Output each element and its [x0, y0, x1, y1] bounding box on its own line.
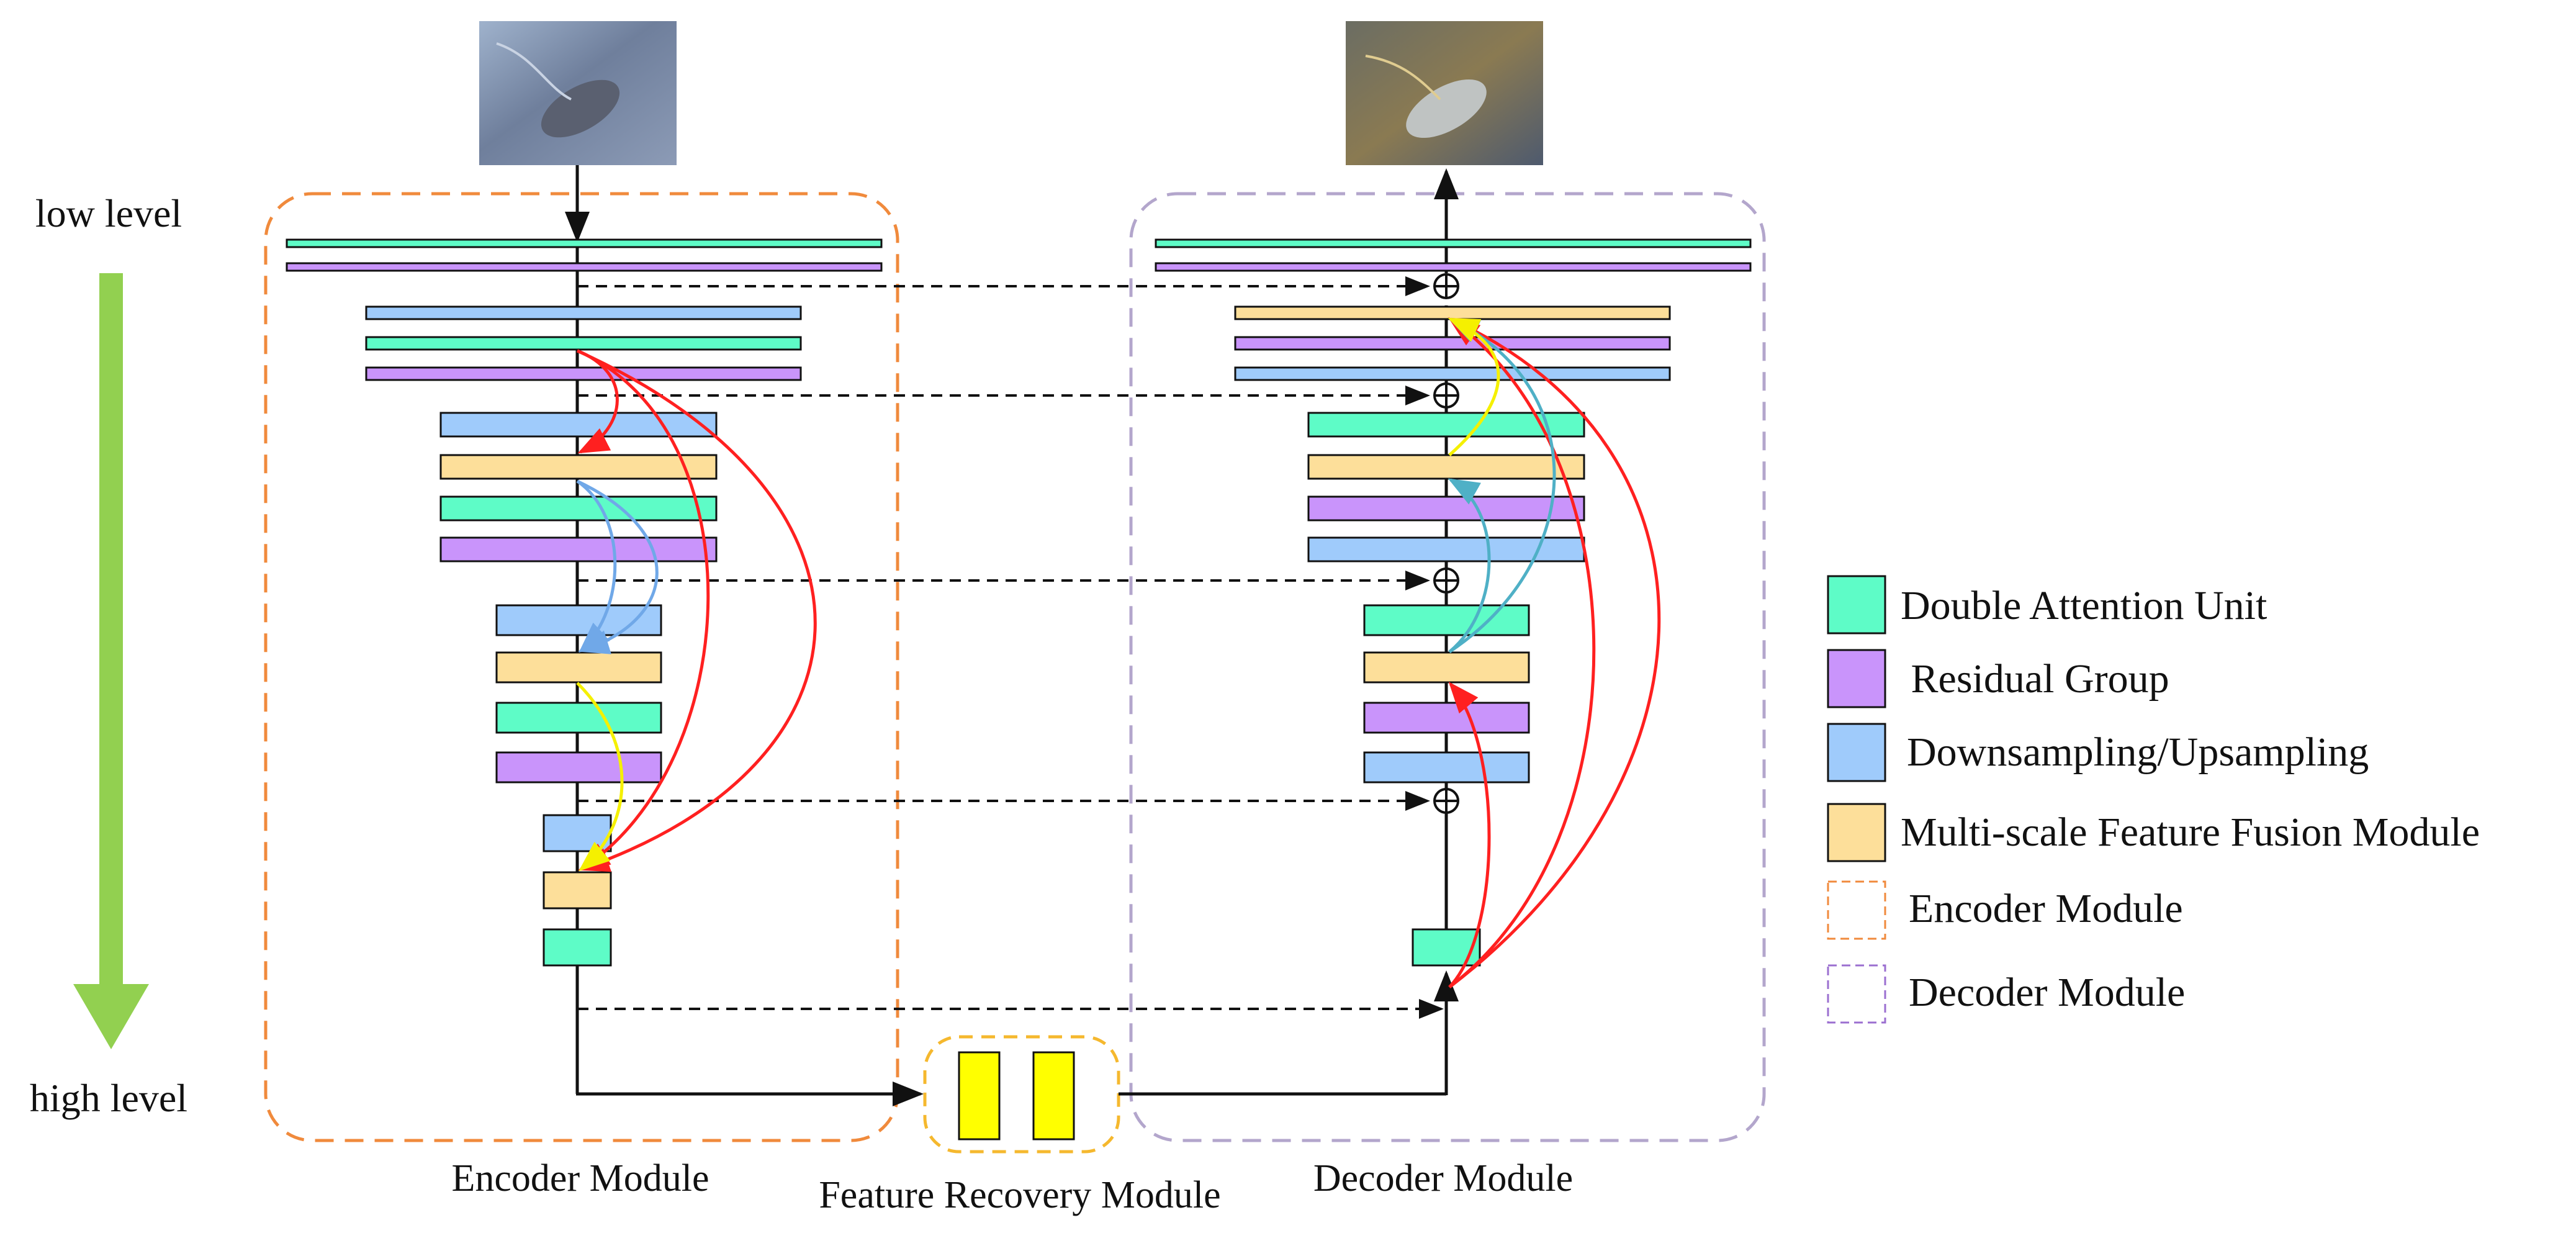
sampling-block	[365, 305, 802, 320]
legend-label-decoder: Decoder Module	[1909, 970, 2185, 1015]
feature-recovery-block	[1032, 1051, 1075, 1140]
attention-unit-block	[543, 928, 612, 967]
sum-node	[1433, 567, 1459, 594]
legend-label-attention: Double Attention Unit	[1901, 583, 2267, 628]
fusion-module-block	[1307, 454, 1585, 480]
encoder-module-box	[264, 192, 899, 1142]
legend-label-fusion: Multi-scale Feature Fusion Module	[1901, 810, 2480, 855]
input-image	[479, 21, 677, 165]
feature-recovery-block	[958, 1051, 1001, 1140]
fusion-arc-blue	[576, 479, 659, 654]
feature-recovery-caption: Feature Recovery Module	[819, 1174, 1220, 1216]
legend-swatch-encoder	[1827, 880, 1886, 940]
residual-group-block	[1363, 702, 1530, 734]
residual-group-block	[365, 366, 802, 381]
fusion-arc-teal	[1448, 317, 1556, 654]
residual-group-block	[1155, 262, 1752, 272]
fusion-arc-red	[1448, 317, 1596, 988]
sum-node	[1433, 788, 1459, 814]
encoder-module-caption: Encoder Module	[452, 1157, 709, 1199]
sum-node	[1433, 382, 1459, 409]
residual-group-block	[439, 536, 718, 562]
sampling-block	[1234, 366, 1671, 381]
legend-swatch-decoder	[1827, 964, 1886, 1024]
legend-swatch-fusion	[1827, 803, 1886, 862]
residual-group-block	[495, 751, 662, 784]
attention-unit-block	[286, 238, 883, 248]
level-arrow-shaft	[99, 273, 123, 1000]
fusion-module-block	[495, 651, 662, 684]
sampling-block	[439, 412, 718, 438]
fusion-arc-yellow	[576, 682, 624, 872]
legend-label-residual: Residual Group	[1901, 656, 2169, 702]
residual-group-block	[1234, 336, 1671, 351]
fusion-arc-red	[1448, 682, 1491, 988]
sampling-block	[1307, 536, 1585, 562]
attention-unit-block	[1363, 604, 1530, 636]
fusion-module-block	[1234, 305, 1671, 320]
fusion-arc-red	[577, 349, 710, 871]
attention-unit-block	[1412, 928, 1481, 967]
fusion-module-block	[543, 871, 612, 910]
legend-swatch-attention	[1827, 575, 1886, 635]
high-level-label: high level	[30, 1076, 187, 1120]
legend-swatch-sampling	[1827, 723, 1886, 782]
attention-unit-block	[439, 495, 718, 522]
decoder-module-caption: Decoder Module	[1313, 1157, 1573, 1199]
fusion-arc-yellow	[1448, 317, 1500, 456]
feature-recovery-box	[923, 1035, 1120, 1154]
level-arrow-head	[73, 984, 149, 1049]
legend-swatch-residual	[1827, 649, 1886, 708]
fusion-arc-red	[1448, 317, 1661, 988]
legend: Double Attention Unit Residual Group Dow…	[1827, 575, 2480, 1024]
attention-unit-block	[365, 336, 802, 351]
sum-node	[1433, 273, 1459, 299]
fusion-module-block	[439, 454, 718, 480]
sampling-block	[1363, 751, 1530, 784]
fusion-arc-teal	[1448, 478, 1491, 653]
attention-unit-block	[495, 702, 662, 734]
fusion-module-block	[1363, 651, 1530, 684]
low-level-label: low level	[35, 191, 182, 235]
residual-group-block	[1307, 495, 1585, 522]
fusion-arc-red	[576, 349, 817, 872]
attention-unit-block	[1155, 238, 1752, 248]
legend-label-sampling: Downsampling/Upsampling	[1907, 729, 2369, 775]
legend-label-encoder: Encoder Module	[1909, 886, 2183, 931]
output-image	[1346, 21, 1543, 165]
residual-group-block	[286, 262, 883, 272]
